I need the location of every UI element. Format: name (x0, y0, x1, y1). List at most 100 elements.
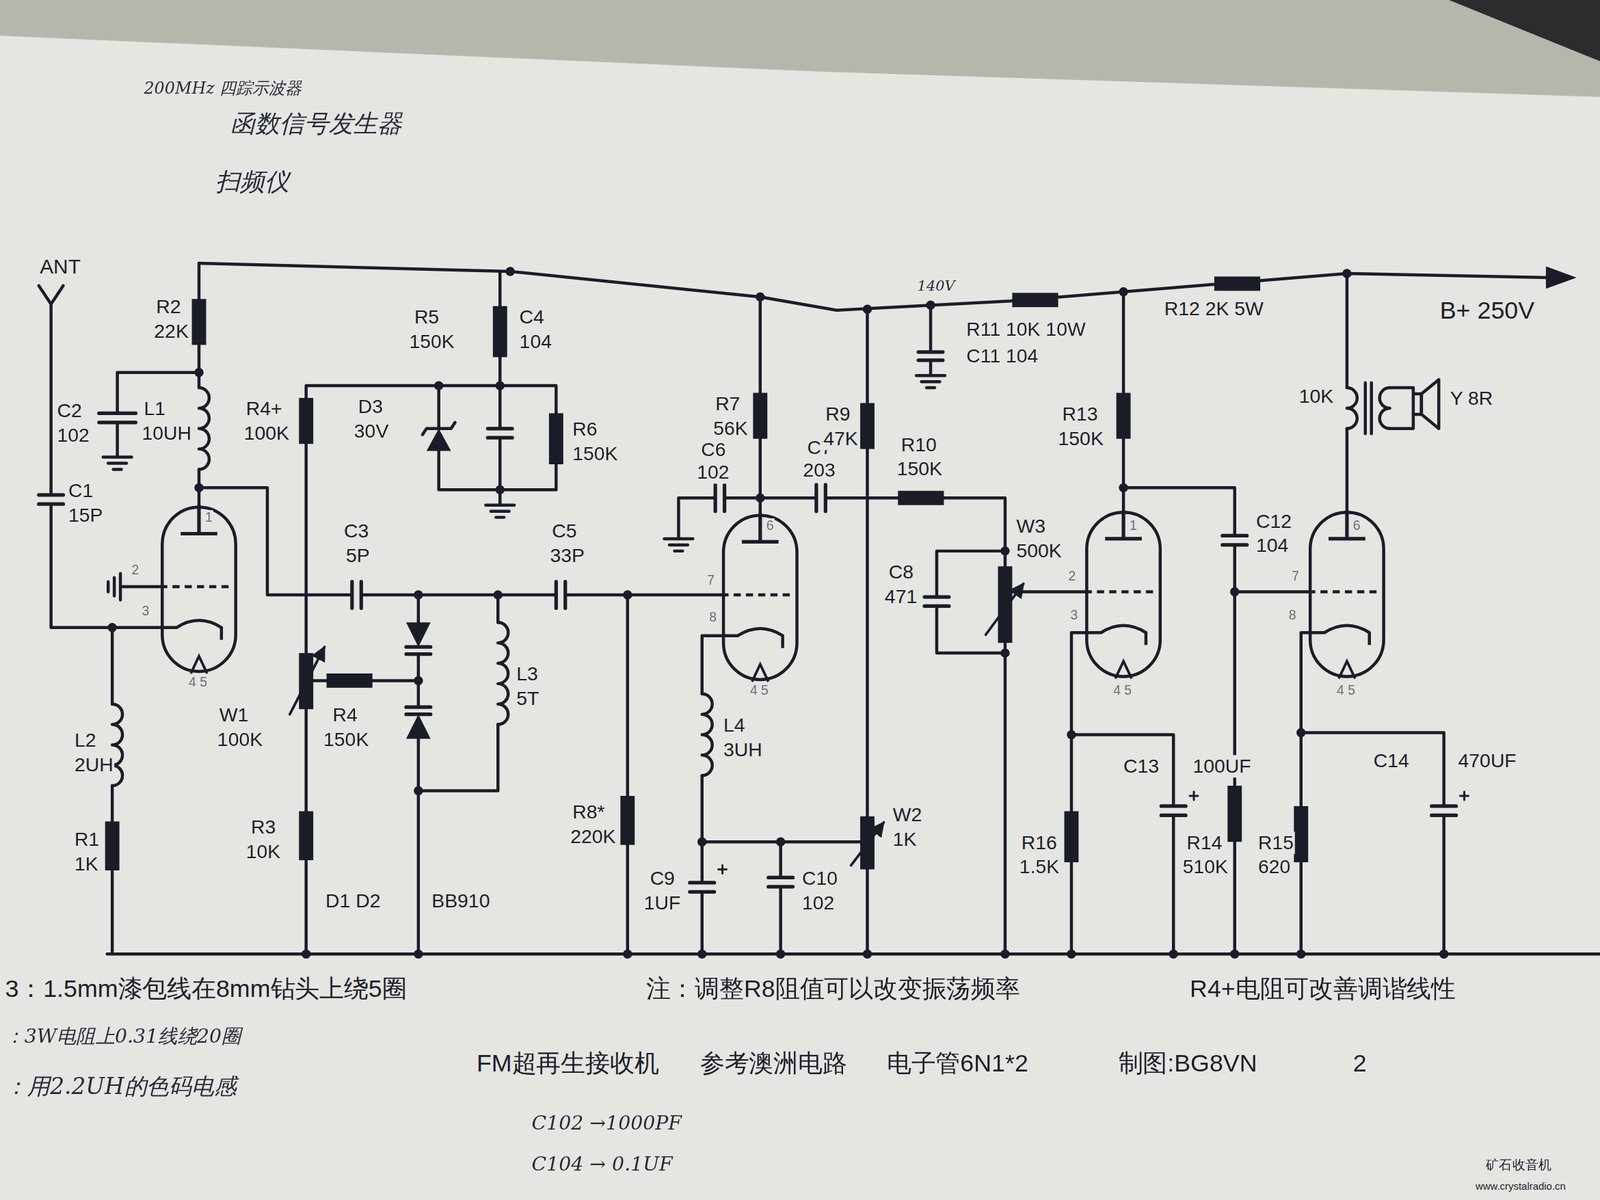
component-label: 104 (1255, 534, 1290, 558)
resistor-symbol (1011, 292, 1058, 308)
component-label: C2 (56, 400, 83, 423)
handwritten-note: 函数信号发生器 (229, 110, 404, 139)
vacuum-tube (160, 505, 236, 674)
component-label: Y 8R (1448, 387, 1495, 411)
component-label: C1 (67, 479, 94, 502)
component-label: 1UF (642, 891, 682, 915)
arrowhead (1545, 266, 1577, 290)
component-label: R12 2K 5W (1163, 298, 1265, 321)
component-label: 220K (569, 825, 617, 848)
polarity-mark (718, 791, 1469, 874)
component-label: R15 (1257, 831, 1296, 855)
component-label: R3 (250, 816, 277, 839)
pin-number: 4 5 (1112, 683, 1133, 699)
component-label: R9 (824, 402, 852, 426)
handwritten-note: 140V (916, 277, 956, 295)
antenna-symbol (38, 285, 64, 305)
component-label: www.crystalradio.cn (1474, 1180, 1567, 1193)
component-label: L4 (722, 714, 747, 738)
potentiometer-wiper (289, 646, 325, 714)
component-label: 参考澳洲电路 (698, 1048, 848, 1077)
component-label: C10 (800, 867, 839, 890)
component-label: 100UF (1191, 754, 1252, 778)
component-label: 150K (408, 330, 456, 354)
resistor-symbol (1116, 393, 1131, 439)
component-label: BB910 (430, 889, 491, 913)
pin-number: 8 (1287, 607, 1298, 623)
component-label: D3 (356, 395, 384, 419)
component-label: C6 (700, 438, 727, 462)
component-label: 150K (895, 458, 943, 481)
component-label: 注：调整R8阻值可以改变振荡频率 (644, 974, 1021, 1003)
handwritten-note: C104 → 0.1UF (530, 1152, 674, 1176)
component-label: 22K (153, 320, 190, 344)
component-label: 3UH (722, 738, 764, 762)
component-label: B+ 250V (1438, 296, 1536, 325)
vacuum-tube (1084, 510, 1160, 679)
handwritten-note: ：3W电阻上0.31线绕20圈 (4, 1025, 243, 1049)
diode-symbols (406, 428, 452, 740)
component-label: L3 (515, 663, 540, 686)
wires (51, 263, 1600, 954)
component-label: C11 104 (965, 344, 1040, 368)
pin-number: 2 (1067, 569, 1077, 585)
component-label: R4+电阻可改善调谐线性 (1189, 974, 1458, 1003)
inductor-symbol (112, 387, 713, 786)
component-label: 102 (696, 461, 731, 485)
pin-number: 8 (708, 609, 718, 625)
component-label: 47K (822, 427, 859, 450)
component-label: C14 (1372, 750, 1410, 773)
junction-dots (107, 266, 1449, 959)
component-label: R10 (899, 433, 938, 457)
pin-number: 2 (130, 563, 141, 579)
component-label: 10K (1297, 385, 1335, 409)
potentiometer-symbol (860, 816, 875, 870)
component-label: C13 (1122, 754, 1161, 778)
component-label: C3 (342, 520, 370, 543)
component-label: 1.5K (1018, 856, 1060, 879)
component-label: FM超再生接收机 (475, 1048, 660, 1077)
component-label: R5 (412, 306, 440, 329)
component-label: 制图:BG8VN (1117, 1048, 1259, 1077)
component-label: 56K (712, 417, 749, 440)
component-label: R11 10K 10W (965, 318, 1087, 342)
transformer-symbol (1347, 382, 1391, 435)
resistor-symbol (1064, 810, 1079, 863)
component-label: L2 (73, 729, 98, 753)
component-label: 电子管6N1*2 (885, 1048, 1030, 1077)
component-label: 33P (549, 544, 586, 568)
component-label: R1 (73, 828, 100, 852)
component-label: 150K (1057, 427, 1105, 450)
component-label: R14 (1185, 831, 1224, 855)
component-label: R4+ (244, 397, 284, 421)
resistor-symbol (752, 393, 768, 439)
component-label: 2 (1351, 1048, 1368, 1077)
component-label: 150K (322, 728, 370, 752)
component-label: R4 (331, 704, 359, 727)
component-label: C8 (887, 561, 915, 584)
component-label: R6 (571, 418, 599, 442)
speaker-symbol (1421, 379, 1439, 429)
diode-symbol (406, 622, 431, 647)
pin-number: 1 (203, 510, 214, 526)
resistor-symbol (192, 298, 207, 345)
component-label: 102 (56, 424, 91, 448)
pin-number: 7 (1290, 569, 1301, 585)
resistor-symbol (492, 306, 508, 358)
component-label: 471 (883, 585, 918, 609)
diode-symbol (426, 428, 452, 452)
component-label: W2 (891, 804, 924, 827)
pin-number: 1 (1128, 518, 1139, 534)
resistor-symbol (326, 673, 373, 688)
resistor-symbol (549, 412, 564, 465)
handwritten-note: 200MHz 四踪示波器 (142, 79, 303, 98)
component-label: 5T (515, 687, 541, 711)
component-label: W1 (218, 704, 250, 727)
pin-number: 4 5 (188, 675, 209, 691)
capacitor-symbol (38, 352, 1457, 892)
component-label: C9 (648, 867, 676, 890)
component-label: R7 (714, 393, 742, 416)
resistor-symbol (298, 810, 314, 861)
pin-number: 6 (765, 518, 775, 534)
